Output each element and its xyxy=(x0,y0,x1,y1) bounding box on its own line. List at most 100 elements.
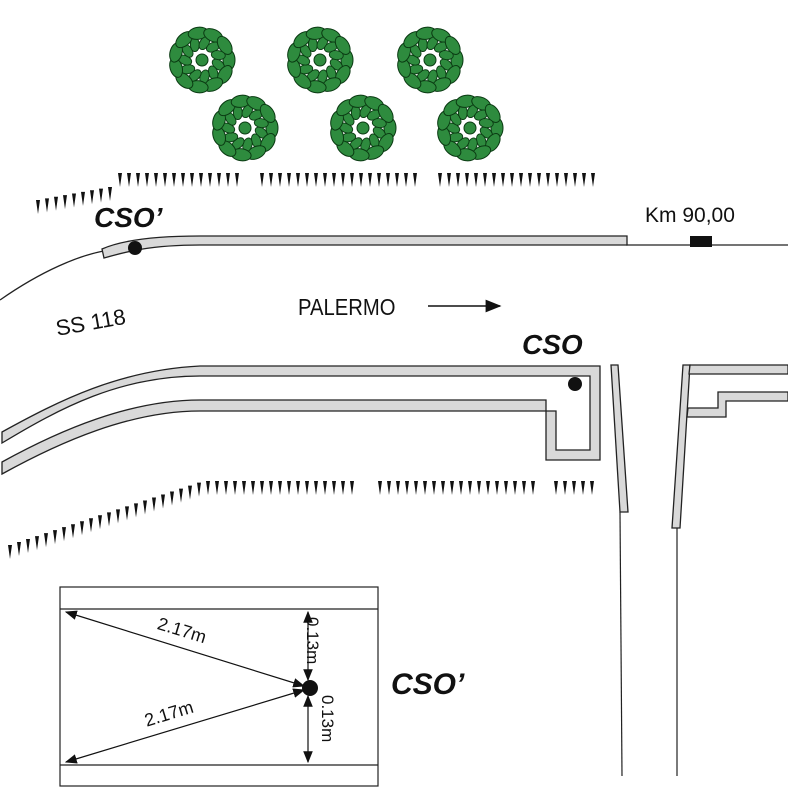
grass-tuft-icon xyxy=(350,173,354,187)
grass-tuft-icon xyxy=(208,173,212,187)
grass-tuft-icon xyxy=(305,173,309,187)
grass-tuft-icon xyxy=(80,521,84,536)
grass-tuft-icon xyxy=(378,481,382,495)
grass-tuft-icon xyxy=(465,173,469,187)
grass-tuft-icon xyxy=(395,173,399,187)
grass-tuft-icon xyxy=(359,173,363,187)
km-marker-icon xyxy=(690,236,712,247)
grass-tuft-icon xyxy=(134,503,138,518)
grass-tuft-icon xyxy=(341,481,345,495)
grass-tuft-icon xyxy=(45,198,49,213)
direction-label: PALERMO xyxy=(298,294,396,320)
grass-tuft-icon xyxy=(63,195,67,210)
grass-tuft-icon xyxy=(251,481,255,495)
tree-icon xyxy=(330,94,397,162)
distance-lower-vertical: 0.13m xyxy=(318,695,337,743)
grass-tuft-icon xyxy=(474,173,478,187)
grass-tuft-icon xyxy=(314,481,318,495)
grass-tuft-icon xyxy=(233,481,237,495)
tree-icon xyxy=(169,26,236,94)
grass-tuft-icon xyxy=(197,482,201,497)
grass-tuft-icon xyxy=(226,173,230,187)
grass-tuft-icon xyxy=(341,173,345,187)
grass-tuft-icon xyxy=(447,173,451,187)
sensor-dot-icon xyxy=(302,680,318,696)
grass-tuft-icon xyxy=(224,481,228,495)
grass-tuft-icon xyxy=(405,481,409,495)
grass-tuft-icon xyxy=(573,173,577,187)
grass-tuft-icon xyxy=(377,173,381,187)
grass-tuft-icon xyxy=(323,173,327,187)
grass-tuft-icon xyxy=(441,481,445,495)
grass-tuft-icon xyxy=(143,500,147,515)
sensor-dot-icon xyxy=(568,377,582,391)
grass-tuft-icon xyxy=(414,481,418,495)
grass-tuft-icon xyxy=(127,173,131,187)
grass-tuft-icon xyxy=(495,481,499,495)
grass-tuft-icon xyxy=(242,481,246,495)
grass-tuft-icon xyxy=(107,512,111,527)
grass-tuft-icon xyxy=(581,481,585,495)
grass-tuft-icon xyxy=(269,481,273,495)
grass-tuft-icon xyxy=(278,481,282,495)
grass-tuft-icon xyxy=(522,481,526,495)
tree-icon xyxy=(397,26,464,94)
grass-tuft-icon xyxy=(387,481,391,495)
grass-tuft-icon xyxy=(350,481,354,495)
grass-tuft-icon xyxy=(188,485,192,500)
grass-tuft-icon xyxy=(190,173,194,187)
grass-tuft-icon xyxy=(501,173,505,187)
grass-tuft-icon xyxy=(332,481,336,495)
sensor-dot-icon xyxy=(128,241,142,255)
grass-tuft-icon xyxy=(456,173,460,187)
grass-tuft-icon xyxy=(118,173,122,187)
grass-tuft-icon xyxy=(89,518,93,533)
grass-tuft-icon xyxy=(217,173,221,187)
grass-tuft-icon xyxy=(513,481,517,495)
grass-tuft-icon xyxy=(287,481,291,495)
grass-tuft-icon xyxy=(296,173,300,187)
grass-tuft-icon xyxy=(35,536,39,551)
grass-tuft-icon xyxy=(555,173,559,187)
grass-tuft-icon xyxy=(504,481,508,495)
grass-tuft-icon xyxy=(8,545,12,559)
grass-tuft-icon xyxy=(278,173,282,187)
grass-tuft-icon xyxy=(537,173,541,187)
grass-tuft-icon xyxy=(17,542,21,557)
grass-tuft-icon xyxy=(154,173,158,187)
grass-tuft-icon xyxy=(386,173,390,187)
grass-tuft-icon xyxy=(468,481,472,495)
grass-tuft-icon xyxy=(116,509,120,524)
grass-tuft-icon xyxy=(54,196,58,211)
grass-tuft-icon xyxy=(423,481,427,495)
grass-tuft-icon xyxy=(438,173,442,187)
grass-tuft-icon xyxy=(323,481,327,495)
grass-tuft-icon xyxy=(296,481,300,495)
grass-tuft-icon xyxy=(396,481,400,495)
tree-icon xyxy=(287,26,354,94)
grass-tuft-icon xyxy=(486,481,490,495)
grass-tuft-icon xyxy=(99,188,103,203)
grass-tuft-icon xyxy=(519,173,523,187)
grass-tuft-icon xyxy=(528,173,532,187)
grass-tuft-icon xyxy=(172,173,176,187)
vegetation-edge xyxy=(8,173,595,559)
grass-tuft-icon xyxy=(287,173,291,187)
grass-tuft-icon xyxy=(591,173,595,187)
grass-tuft-icon xyxy=(199,173,203,187)
grass-tuft-icon xyxy=(260,481,264,495)
grass-tuft-icon xyxy=(546,173,550,187)
grass-tuft-icon xyxy=(332,173,336,187)
grass-tuft-icon xyxy=(564,173,568,187)
grass-tuft-icon xyxy=(483,173,487,187)
grass-tuft-icon xyxy=(90,190,94,205)
cso-prime-label: CSO’ xyxy=(94,202,163,233)
grass-tuft-icon xyxy=(477,481,481,495)
lower-kerb-outer xyxy=(1,365,601,476)
grass-tuft-icon xyxy=(269,173,273,187)
side-road xyxy=(610,364,788,777)
grass-tuft-icon xyxy=(314,173,318,187)
grass-tuft-icon xyxy=(235,173,239,187)
